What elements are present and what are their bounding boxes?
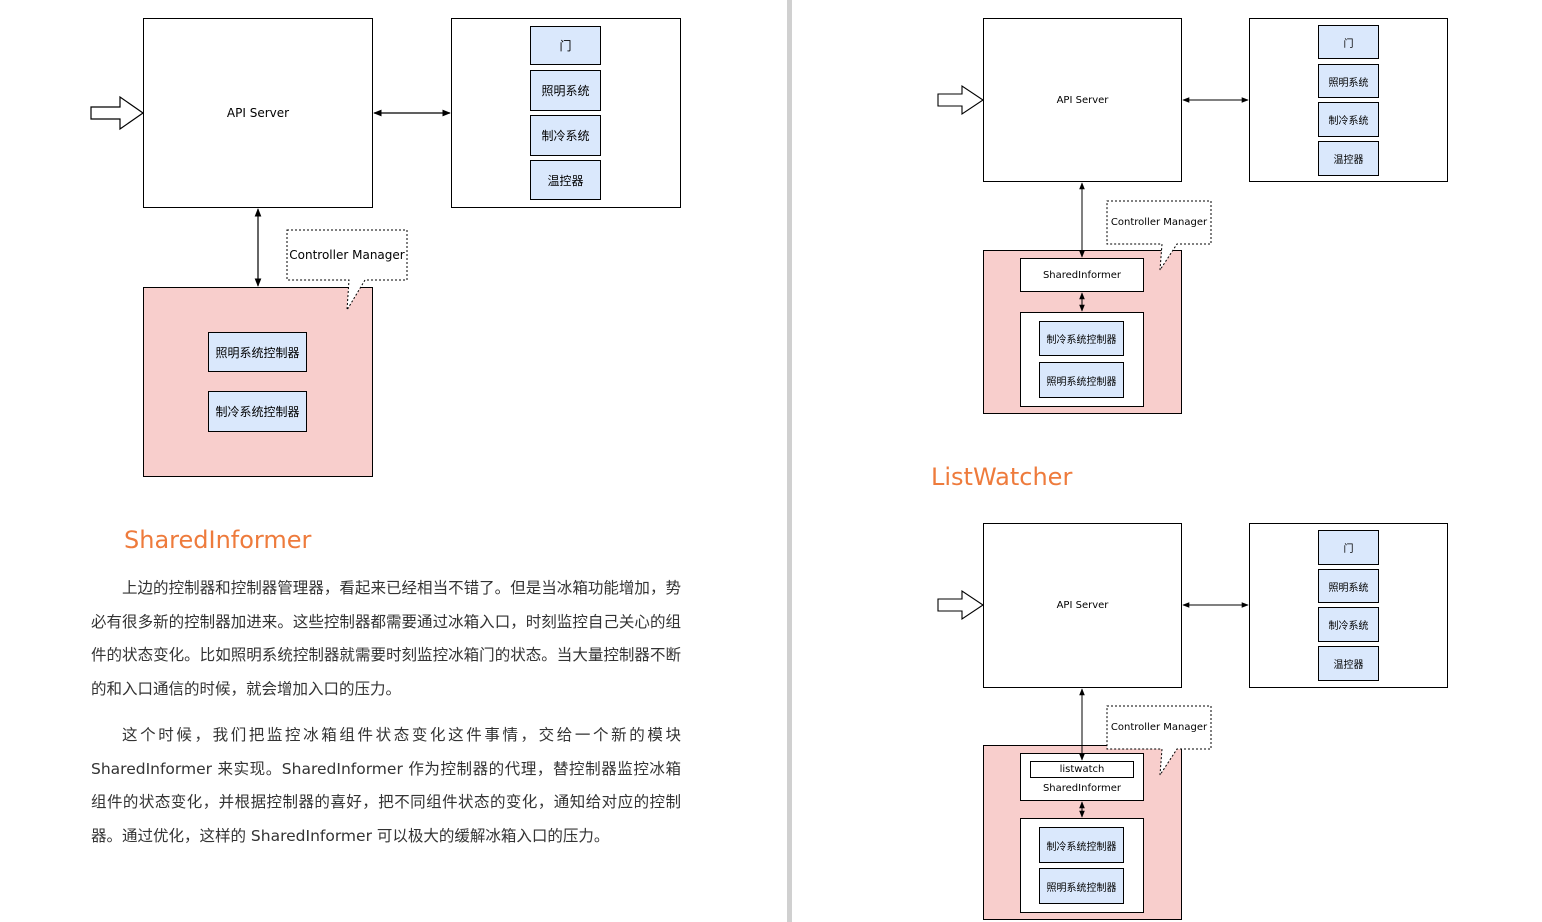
api-server-box: API Server [983, 18, 1182, 182]
callout-shape [1106, 705, 1212, 776]
device-cooling: 制冷系统 [530, 115, 601, 156]
lighting-controller: 照明系统控制器 [208, 332, 307, 372]
cooling-controller: 制冷系统控制器 [1039, 827, 1124, 863]
callout-shape [1106, 200, 1212, 271]
callout-label: Controller Manager [289, 248, 405, 262]
controller-manager-box [143, 287, 373, 477]
input-arrow [937, 84, 984, 116]
device-lighting: 照明系统 [1318, 569, 1379, 603]
device-thermostat: 温控器 [530, 160, 601, 200]
shared-informer-label: SharedInformer [1042, 269, 1122, 281]
device-door: 门 [530, 26, 601, 65]
paragraph-2: 这个时候，我们把监控冰箱组件状态变化这件事情，交给一个新的模块 SharedIn… [91, 726, 681, 845]
cooling-controller: 制冷系统控制器 [208, 391, 307, 432]
device-door: 门 [1318, 530, 1379, 565]
api-server-box: API Server [143, 18, 373, 208]
device-lighting: 照明系统 [530, 70, 601, 111]
section-title-sharedinformer: SharedInformer [124, 526, 312, 554]
paragraph-1: 上边的控制器和控制器管理器，看起来已经相当不错了。但是当冰箱功能增加，势必有很多… [91, 579, 681, 698]
device-door: 门 [1318, 25, 1379, 59]
callout-shape [286, 229, 408, 311]
api-server-box: API Server [983, 523, 1182, 688]
listwatch-label: listwatch [1059, 764, 1105, 775]
api-server-label: API Server [1056, 600, 1109, 611]
shared-informer-label: SharedInformer [1042, 783, 1122, 794]
section-title-listwatcher: ListWatcher [931, 463, 1073, 491]
callout-label: Controller Manager [1110, 722, 1208, 733]
lighting-controller: 照明系统控制器 [1039, 868, 1124, 904]
api-server-label: API Server [226, 106, 290, 120]
device-lighting: 照明系统 [1318, 64, 1379, 98]
device-thermostat: 温控器 [1318, 141, 1379, 176]
shared-informer-box: SharedInformer [1020, 258, 1144, 292]
api-server-label: API Server [1056, 94, 1109, 106]
cooling-controller: 制冷系统控制器 [1039, 321, 1124, 356]
device-cooling: 制冷系统 [1318, 102, 1379, 137]
lighting-controller: 照明系统控制器 [1039, 362, 1124, 398]
callout-label: Controller Manager [1110, 217, 1208, 228]
input-arrow [937, 589, 984, 621]
input-arrow [90, 95, 145, 131]
listwatch-box: listwatch [1030, 761, 1134, 778]
device-thermostat: 温控器 [1318, 646, 1379, 681]
page-divider [787, 0, 792, 922]
device-cooling: 制冷系统 [1318, 607, 1379, 642]
